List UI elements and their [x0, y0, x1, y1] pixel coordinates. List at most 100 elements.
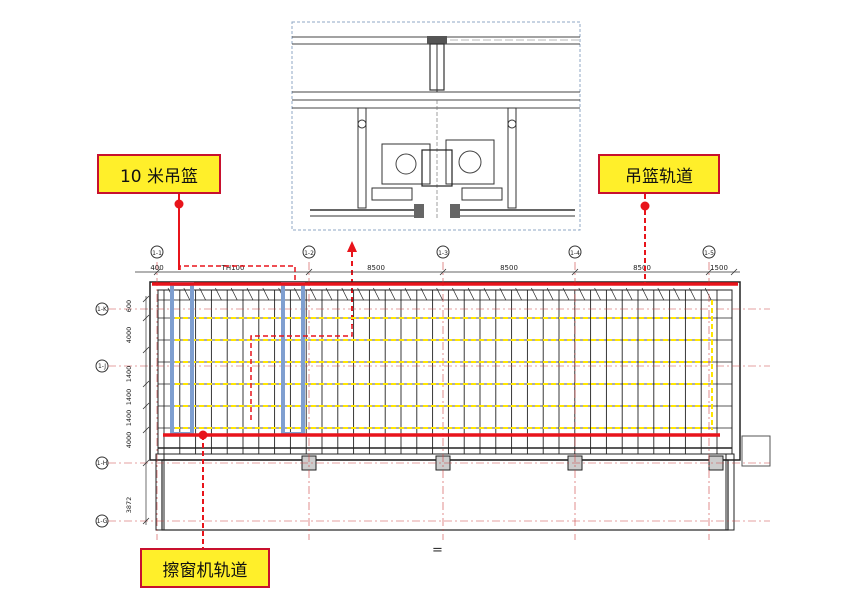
dimension-value: 1500 — [710, 264, 728, 272]
bracket-tick — [183, 287, 191, 301]
dimension-value: 8500 — [500, 264, 518, 272]
callout-window-cleaner-track: 擦窗机轨道 — [140, 548, 270, 588]
callout-dot-track — [640, 201, 650, 211]
dimension-text: 400 TH100 8500 8500 8500 1500 600 4000 1400 1400 1… — [125, 264, 740, 525]
callout-gondola-10m: 10 米吊篮 — [97, 154, 221, 194]
gondola-basket-left — [170, 282, 194, 436]
bracket-tick — [357, 287, 364, 301]
bracket-tick — [262, 287, 270, 301]
detail-rail-left — [371, 187, 413, 201]
bracket-tick — [404, 287, 412, 301]
detail-bolt — [357, 119, 367, 129]
dimension-value: 1400 — [125, 410, 133, 427]
axis-label: 1-2 — [304, 250, 314, 257]
bracket-tick — [341, 287, 349, 301]
dimension-tick — [571, 268, 579, 276]
bracket-tick — [594, 287, 601, 301]
dimension-value: 400 — [150, 264, 163, 272]
detail-arrow-head — [347, 241, 357, 252]
bracket-tick — [562, 287, 570, 301]
dimension-value: 4000 — [125, 432, 133, 449]
dimension-value: 1400 — [125, 389, 133, 406]
detail-wheel — [414, 204, 424, 218]
bracket-tick — [325, 287, 333, 301]
axis-label: 1-K — [97, 306, 108, 313]
detail-gear — [458, 150, 482, 174]
side-stub — [741, 435, 771, 467]
detail-wheel — [450, 204, 460, 218]
callout-gondola-track: 吊篮轨道 — [598, 154, 720, 194]
detail-post-left — [357, 107, 367, 209]
dimension-tick — [439, 268, 447, 276]
dimension-tick — [142, 402, 150, 410]
bracket-tick — [657, 287, 665, 301]
dimension-value: TH100 — [221, 264, 245, 272]
axis-label: 1-3 — [438, 250, 448, 257]
dimension-value: 1400 — [125, 366, 133, 383]
axis-bubble — [95, 456, 109, 470]
bottom-mark: = — [432, 543, 443, 558]
bracket-tick — [420, 287, 428, 301]
axis-bubble — [702, 245, 716, 259]
detail-gear — [395, 153, 417, 175]
facade-inner-frame — [157, 289, 733, 455]
dimension-tick — [142, 346, 150, 354]
dimension-tick — [142, 517, 150, 525]
callout-dot-wm — [198, 430, 208, 440]
axis-bubble — [95, 359, 109, 373]
detail-hanger-cap — [427, 36, 447, 44]
detail-motor-left — [381, 143, 431, 185]
dimension-tick — [153, 268, 161, 276]
bracket-tick — [689, 287, 696, 301]
bracket-tick — [704, 287, 712, 301]
bracket-tick — [467, 287, 475, 301]
bracket-tick — [230, 287, 238, 301]
detail-motor-right — [445, 139, 495, 185]
gondola-basket-right — [281, 282, 305, 436]
callout-dot-basket — [174, 199, 184, 209]
bracket-tick — [436, 287, 443, 301]
bracket-tick — [641, 287, 649, 301]
gondola-tracks-yellow — [175, 300, 713, 430]
dimension-value: 4000 — [125, 327, 133, 344]
bracket-tick — [452, 287, 459, 301]
axis-bubble — [302, 245, 316, 259]
detail-inset — [291, 21, 581, 231]
dimension-value: 8500 — [633, 264, 651, 272]
bracket-tick — [625, 287, 633, 301]
gondola-travel-path — [250, 325, 353, 420]
axis-label: 1-G — [97, 518, 108, 525]
axis-bubble — [95, 302, 109, 316]
detail-frame — [291, 21, 581, 231]
bracket-tick — [515, 287, 522, 301]
dimension-tick — [142, 295, 150, 303]
dimension-value: 600 — [125, 300, 133, 312]
dimension-value: 8500 — [367, 264, 385, 272]
dimension-tick — [305, 268, 313, 276]
bracket-tick — [610, 287, 617, 301]
dimension-tick — [142, 314, 150, 322]
detail-rail-right — [461, 187, 503, 201]
detail-post-right — [507, 107, 517, 209]
dimension-tick — [142, 459, 150, 467]
axis-bubble — [95, 514, 109, 528]
axis-label: 1-H — [97, 460, 108, 467]
lower-column-right — [725, 453, 735, 531]
detail-bolt — [507, 119, 517, 129]
bracket-tick — [373, 287, 380, 301]
bracket-tick — [199, 287, 206, 301]
bracket-tick — [483, 287, 491, 301]
bracket-tick — [578, 287, 586, 301]
bracket-tick — [309, 287, 317, 301]
bracket-tick — [294, 287, 301, 301]
axis-label: 1-1 — [152, 250, 162, 257]
dimension-tick — [142, 380, 150, 388]
lower-column-left — [155, 453, 165, 531]
axis-bubble — [436, 245, 450, 259]
dimension-tick — [730, 268, 738, 276]
dimension-value: 3872 — [125, 497, 133, 514]
detail-trolley — [421, 149, 453, 187]
bracket-tick — [215, 287, 222, 301]
bracket-tick — [246, 287, 254, 301]
